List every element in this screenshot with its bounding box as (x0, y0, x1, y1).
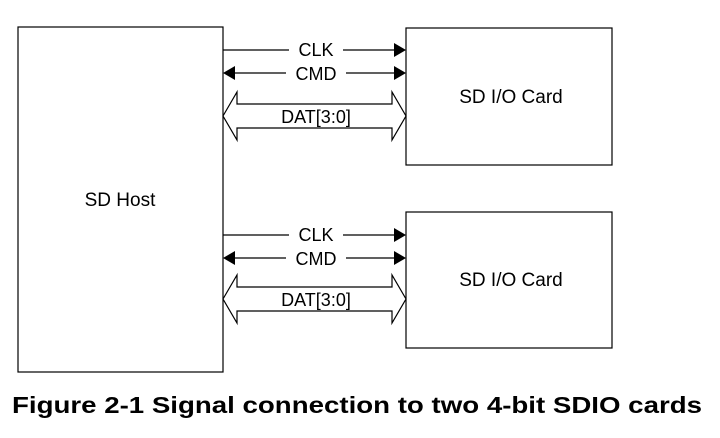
sd-io-card-label-2: SD I/O Card (459, 270, 562, 291)
cmd-arrowhead-right-2 (394, 251, 406, 265)
clk-arrowhead-2 (394, 228, 406, 242)
cmd-label-1: CMD (296, 64, 337, 84)
cmd-label-2: CMD (296, 249, 337, 269)
sd-host-label: SD Host (85, 190, 156, 211)
cmd-connection-2: CMD (223, 247, 406, 269)
clk-arrowhead-1 (394, 43, 406, 57)
dat-bus-arrow-1 (222, 89, 407, 143)
sd-io-card-box-1 (405, 27, 613, 166)
sd-io-card-box-2 (405, 211, 613, 349)
dat-label-2: DAT[3:0] (281, 290, 351, 310)
dat-bus-2: DAT[3:0] (222, 272, 407, 326)
cmd-arrowhead-left-1 (223, 66, 235, 80)
clk-label-2: CLK (298, 225, 333, 245)
cmd-arrowhead-left-2 (223, 251, 235, 265)
clk-label-1: CLK (298, 40, 333, 60)
figure-caption: Figure 2-1 Signal connection to two 4-bi… (12, 392, 702, 418)
sd-host-box (17, 26, 224, 373)
clk-connection-2: CLK (223, 223, 406, 245)
cmd-arrowhead-right-1 (394, 66, 406, 80)
clk-connection-1: CLK (223, 38, 406, 60)
dat-bus-1: DAT[3:0] (222, 89, 407, 143)
dat-label-1: DAT[3:0] (281, 107, 351, 127)
sd-io-card-label-1: SD I/O Card (459, 87, 562, 108)
dat-bus-arrow-2 (222, 272, 407, 326)
cmd-connection-1: CMD (223, 62, 406, 84)
